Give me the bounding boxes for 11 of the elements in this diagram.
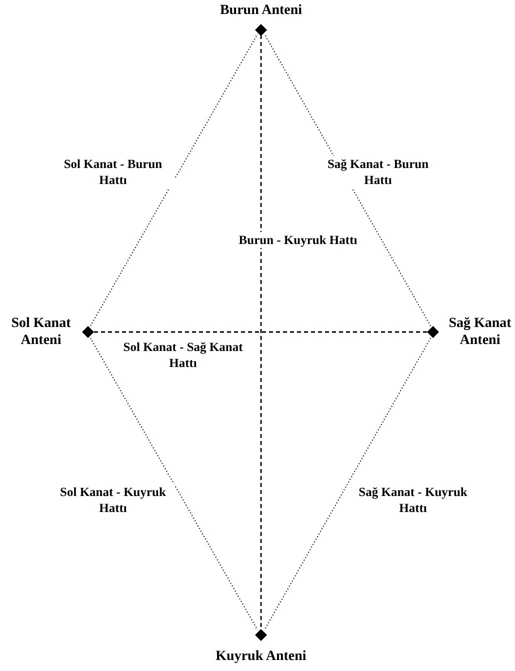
node-label: Burun Anteni [220,2,302,19]
connector-line [94,331,427,333]
connector-line [260,35,262,629]
edge-label: Burun - Kuyruk Hattı [236,232,360,248]
node-label: Sağ Kanat Anteni [448,315,512,349]
connector-line [90,34,258,326]
connector-line [90,338,258,630]
connector-line [264,34,432,326]
node-label: Kuyruk Anteni [216,648,306,665]
node-label: Sol Kanat Anteni [10,315,72,349]
connector-line [264,338,432,630]
